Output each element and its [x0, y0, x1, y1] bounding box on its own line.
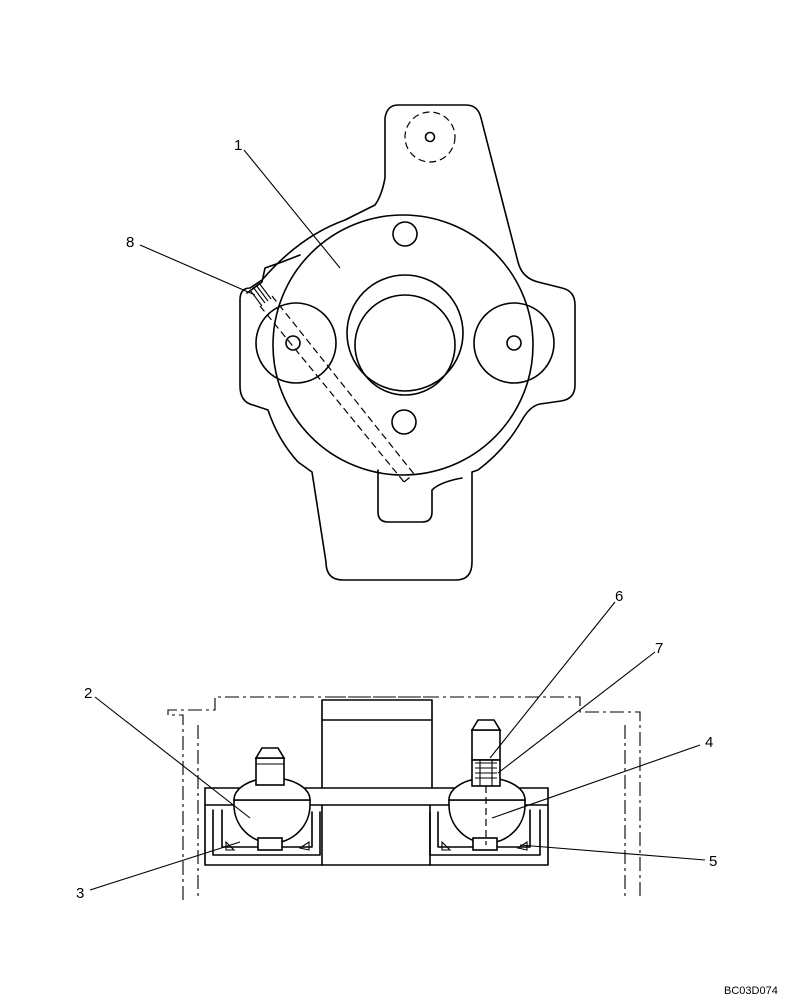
- left-fitting-tip: [254, 747, 286, 759]
- left-ball: [233, 799, 311, 844]
- center-bore-outer: [346, 274, 464, 392]
- leader-1: [243, 149, 341, 269]
- callout-8: 8: [126, 234, 134, 251]
- ear-hole-dashed: [404, 111, 456, 163]
- drawing-code: BC03D074: [724, 985, 778, 997]
- leader-2: [94, 696, 251, 819]
- callout-4: 4: [705, 734, 713, 751]
- flange-face: [272, 214, 534, 476]
- left-ball-stem: [257, 837, 283, 851]
- right-fitting: [471, 729, 501, 761]
- right-spring-coils: [475, 760, 497, 786]
- leader-7: [497, 651, 656, 774]
- passage-end: [403, 473, 415, 483]
- callout-7: 7: [655, 640, 663, 657]
- callout-5: 5: [709, 853, 717, 870]
- right-oring-a: [441, 840, 452, 851]
- left-boss-pin: [285, 335, 301, 351]
- callout-2: 2: [84, 685, 92, 702]
- bolt-hole-bottom: [391, 409, 417, 435]
- center-bore-inner: [354, 294, 456, 396]
- bolt-hole-top: [392, 221, 418, 247]
- right-ball-stem: [472, 837, 498, 851]
- passage-dashed-a: [259, 305, 405, 483]
- top-view: [239, 104, 576, 581]
- leader-6: [489, 601, 616, 759]
- fitting-threads: [249, 282, 272, 307]
- ear-pin: [424, 131, 436, 143]
- housing-outline: [239, 104, 576, 581]
- left-oring-b: [298, 840, 310, 851]
- callout-3: 3: [76, 885, 84, 902]
- callout-6: 6: [615, 588, 623, 605]
- leader-lines: [89, 149, 706, 891]
- bottom-view: [167, 696, 641, 900]
- passage-dashed-b: [271, 295, 415, 475]
- callout-1: 1: [234, 137, 242, 154]
- left-fitting: [255, 757, 285, 786]
- leader-3: [89, 841, 241, 891]
- leader-5: [519, 844, 706, 861]
- leader-4: [491, 744, 701, 819]
- shaft-top: [321, 699, 433, 789]
- phantom-housing: [167, 696, 641, 900]
- fitting-body: [246, 254, 301, 294]
- right-fitting-tip: [470, 719, 502, 731]
- base-plate: [204, 804, 549, 866]
- right-boss-pin: [506, 335, 522, 351]
- lower-tab: [377, 469, 463, 523]
- left-boss: [255, 302, 337, 384]
- right-ball: [448, 799, 526, 844]
- leader-8: [139, 244, 256, 296]
- right-boss: [473, 302, 555, 384]
